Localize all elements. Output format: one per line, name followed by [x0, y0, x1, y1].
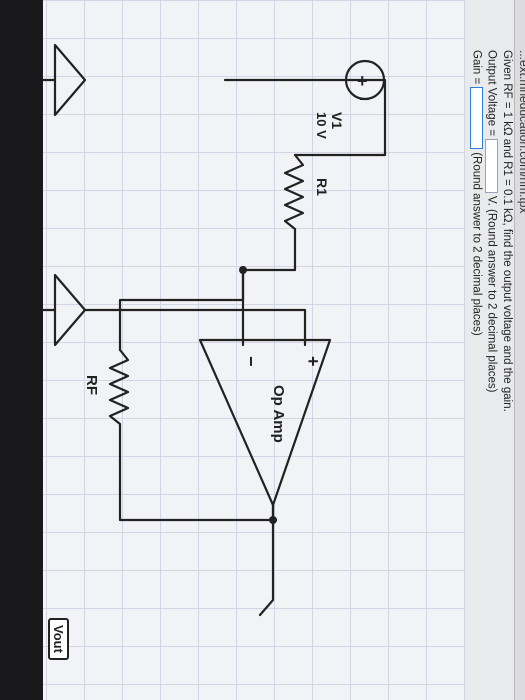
junction-dot-output [269, 516, 277, 524]
taskbar: e [0, 0, 42, 700]
source-value-label: 10 V [314, 112, 329, 139]
r1-label: R1 [314, 178, 330, 196]
resistor-r1 [283, 153, 305, 232]
junction-dot-input [239, 266, 247, 274]
circuit-schematic: + − [43, 43, 387, 617]
rf-label: RF [83, 375, 100, 395]
wire-source-r1 [223, 78, 387, 157]
source-plus: + [357, 71, 368, 91]
source-minus: − [359, 89, 370, 109]
ground-symbol-right [43, 273, 87, 347]
wire-feedback-right [118, 423, 275, 522]
op-amp-label: Op Amp [270, 385, 287, 443]
voltage-source-v1 [344, 59, 386, 101]
wire-r1-junction [241, 228, 297, 272]
op-amp-plus-sign: + [303, 356, 323, 367]
op-amp-triangle [198, 338, 332, 507]
wire-noninverting-input [83, 308, 307, 347]
vout-terminal: Vout [48, 618, 69, 660]
wire-output [258, 503, 275, 617]
source-name-label: V1 [329, 112, 345, 130]
resistor-rf [108, 348, 130, 427]
browser-window: ...ext.mheducation.com/hm.tpx Given RF =… [43, 0, 525, 700]
ground-symbol-left [43, 43, 87, 117]
op-amp-minus-sign: − [241, 356, 261, 367]
